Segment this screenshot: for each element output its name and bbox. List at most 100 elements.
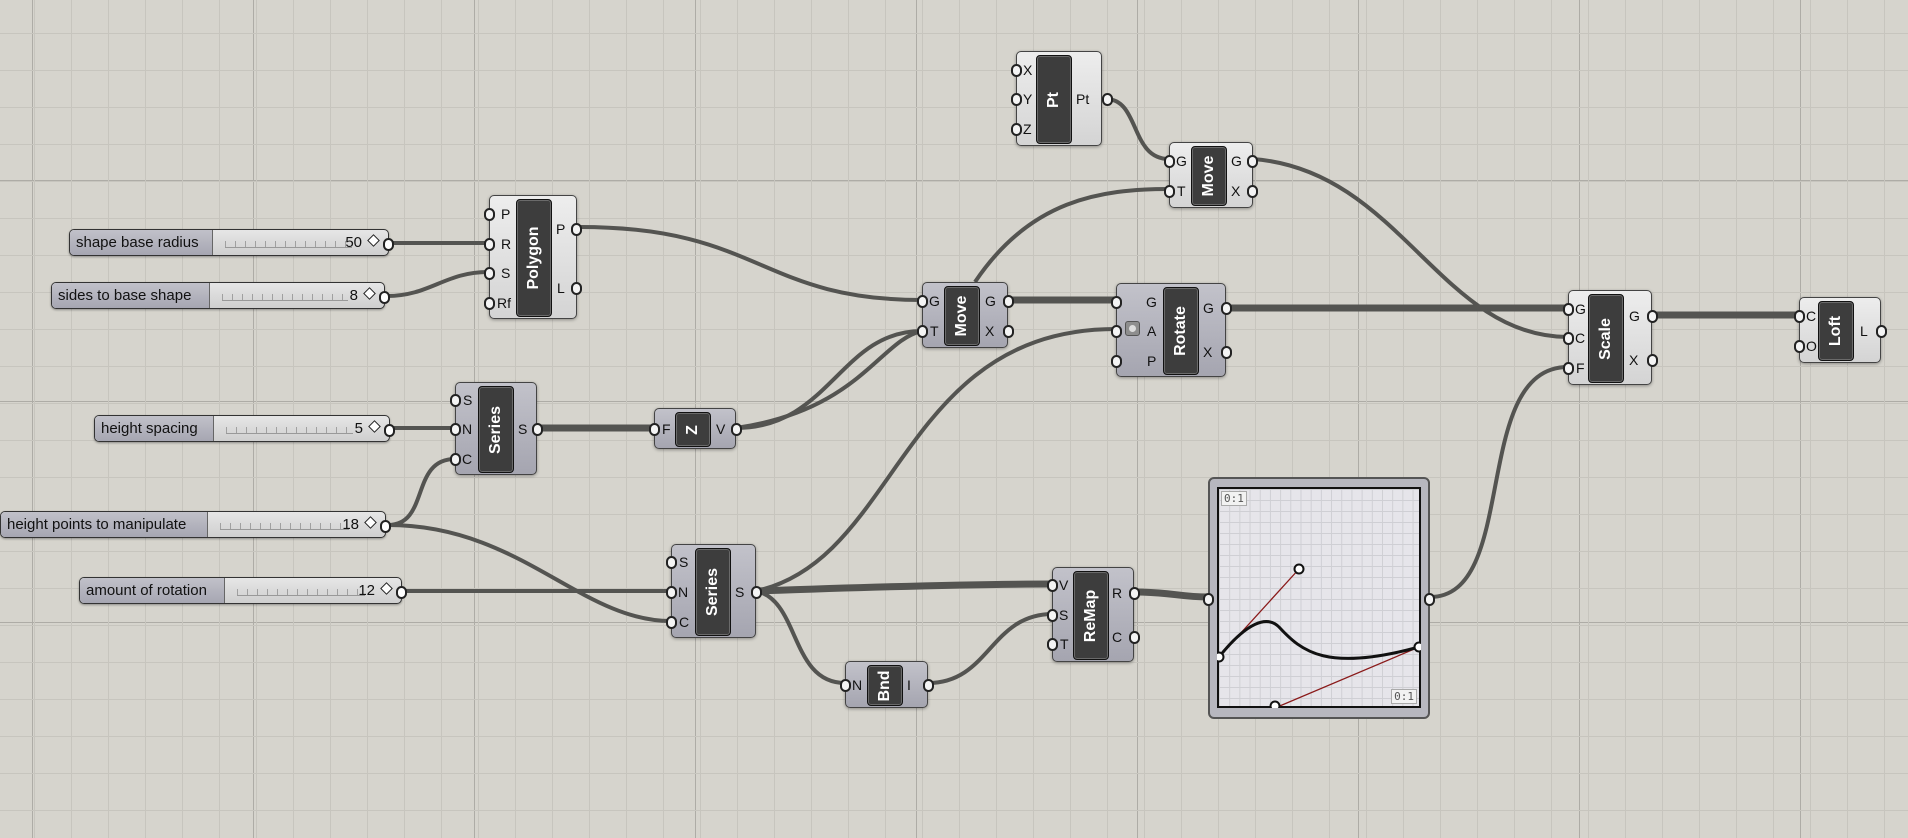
output-pin[interactable] [1247, 155, 1258, 168]
output-pin[interactable] [1247, 185, 1258, 198]
z-component[interactable]: Z F V [649, 408, 742, 449]
input-pin[interactable] [1111, 325, 1122, 338]
input-pin[interactable] [484, 267, 495, 280]
output-pin[interactable] [384, 424, 395, 437]
input-pin[interactable] [1563, 332, 1574, 345]
component-title[interactable]: ReMap [1073, 571, 1109, 660]
loft-component[interactable]: Loft C O L [1794, 297, 1887, 363]
slider-height[interactable]: height spacing 5 [94, 415, 395, 442]
input-pin[interactable] [450, 394, 461, 407]
input-pin[interactable] [666, 586, 677, 599]
move-mid-component[interactable]: Move G T G X [917, 282, 1014, 348]
input-pin[interactable] [450, 423, 461, 436]
slider-radius[interactable]: shape base radius 50 [69, 229, 394, 256]
input-pin[interactable] [666, 556, 677, 569]
component-title[interactable]: Loft [1818, 301, 1854, 361]
scale-component[interactable]: Scale G C F G X [1563, 290, 1658, 385]
input-pin[interactable] [840, 679, 851, 692]
graph-plot-area[interactable]: 0:1 0:1 [1217, 487, 1421, 708]
input-pin[interactable] [484, 238, 495, 251]
input-pin[interactable] [1011, 93, 1022, 106]
output-pin[interactable] [1102, 93, 1113, 106]
slider-grip-icon[interactable] [364, 516, 377, 529]
graph-mapper[interactable]: 0:1 0:1 [1203, 477, 1435, 719]
output-pin[interactable] [1876, 325, 1887, 338]
output-pin[interactable] [751, 586, 762, 599]
input-label: O [1806, 338, 1817, 354]
input-pin[interactable] [1047, 638, 1058, 651]
pt-component[interactable]: Pt X Y Z Pt [1011, 51, 1113, 146]
slider-track[interactable]: 50 [213, 230, 388, 255]
slider-grip-icon[interactable] [363, 287, 376, 300]
input-pin[interactable] [1164, 185, 1175, 198]
input-pin[interactable] [484, 208, 495, 221]
slider-track[interactable]: 12 [225, 578, 401, 603]
input-pin[interactable] [917, 295, 928, 308]
bnd-component[interactable]: Bnd N I [840, 661, 934, 708]
slider-points[interactable]: height points to manipulate 18 [0, 511, 391, 538]
output-pin[interactable] [396, 586, 407, 599]
input-pin[interactable] [1563, 362, 1574, 375]
component-title[interactable]: Z [675, 412, 711, 447]
input-pin[interactable] [1111, 355, 1122, 368]
slider-track[interactable]: 8 [210, 283, 384, 308]
series-a-component[interactable]: Series S N C S [450, 382, 543, 475]
component-title[interactable]: Move [1191, 146, 1227, 206]
input-pin[interactable] [1047, 609, 1058, 622]
input-pin[interactable] [1047, 579, 1058, 592]
component-title[interactable]: Series [695, 548, 731, 636]
input-pin[interactable] [1111, 296, 1122, 309]
slider-track[interactable]: 5 [214, 416, 389, 441]
series-b-component[interactable]: Series S N C S [666, 544, 762, 638]
output-pin[interactable] [571, 282, 582, 295]
slider-grip-icon[interactable] [380, 582, 393, 595]
polygon-component[interactable]: Polygon P R S Rf P L [484, 195, 582, 319]
component-title[interactable]: Pt [1036, 55, 1072, 144]
bezier-curve[interactable] [1217, 487, 1421, 708]
input-pin[interactable] [1164, 155, 1175, 168]
angle-toggle-icon[interactable] [1125, 321, 1140, 336]
output-pin[interactable] [383, 238, 394, 251]
output-pin[interactable] [1129, 631, 1140, 644]
input-pin[interactable] [484, 297, 495, 310]
component-title[interactable]: Polygon [516, 199, 552, 317]
slider-sides[interactable]: sides to base shape 8 [51, 282, 390, 309]
output-pin[interactable] [1129, 587, 1140, 600]
component-title[interactable]: Series [478, 386, 514, 473]
slider-grip-icon[interactable] [367, 234, 380, 247]
output-pin[interactable] [1221, 302, 1232, 315]
component-title[interactable]: Rotate [1163, 287, 1199, 375]
output-pin[interactable] [1647, 310, 1658, 323]
output-pin[interactable] [571, 223, 582, 236]
rotate-component[interactable]: Rotate G A P G X [1111, 283, 1232, 377]
input-pin[interactable] [666, 616, 677, 629]
input-pin[interactable] [649, 423, 660, 436]
output-pin[interactable] [1003, 295, 1014, 308]
input-pin[interactable] [1563, 303, 1574, 316]
input-pin[interactable] [1203, 593, 1214, 606]
input-pin[interactable] [1011, 64, 1022, 77]
input-pin[interactable] [1011, 123, 1022, 136]
output-pin[interactable] [731, 423, 742, 436]
move-top-component[interactable]: Move G T G X [1164, 142, 1258, 208]
input-pin[interactable] [1794, 340, 1805, 353]
input-pin[interactable] [1794, 310, 1805, 323]
slider-grip-icon[interactable] [368, 420, 381, 433]
output-pin[interactable] [1647, 354, 1658, 367]
component-title[interactable]: Bnd [867, 665, 903, 706]
input-pin[interactable] [917, 325, 928, 338]
output-pin[interactable] [923, 679, 934, 692]
output-pin[interactable] [380, 520, 391, 533]
input-pin[interactable] [450, 453, 461, 466]
output-pin[interactable] [1003, 325, 1014, 338]
component-title[interactable]: Move [944, 286, 980, 346]
slider-rotation[interactable]: amount of rotation 12 [79, 577, 407, 604]
output-pin[interactable] [379, 291, 390, 304]
component-title[interactable]: Scale [1588, 294, 1624, 383]
output-pin[interactable] [1221, 346, 1232, 359]
output-pin[interactable] [1424, 593, 1435, 606]
slider-track[interactable]: 18 [208, 512, 385, 537]
remap-component[interactable]: ReMap V S T R C [1047, 567, 1140, 662]
output-pin[interactable] [532, 423, 543, 436]
